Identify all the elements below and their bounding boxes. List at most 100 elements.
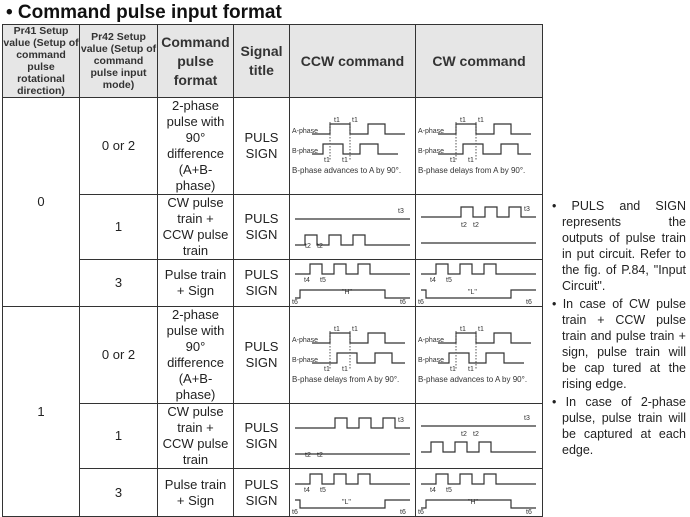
b-phase-wave (312, 143, 398, 155)
cw-waveform: t3 t2 t2 (415, 403, 543, 469)
note-1: • PULS and SIGN represents the outputs o… (552, 199, 686, 293)
wave-label: t2 (461, 431, 467, 438)
wave-label: t6 (418, 509, 424, 516)
wave-label: t1 (468, 366, 474, 373)
sign-wave (295, 289, 410, 299)
signal-title: PULS SIGN (233, 194, 290, 260)
wave-label: t1 (450, 366, 456, 373)
header-ccw: CCW command (289, 24, 416, 98)
wave-label: t5 (320, 487, 326, 494)
pulse-format: Pulse train + Sign (157, 259, 234, 307)
wave-label: t2 (305, 243, 311, 249)
wave-label: t4 (304, 277, 310, 284)
pulse-wave (421, 206, 536, 218)
wave-label: A-phase (292, 128, 318, 135)
wave-label: t6 (400, 299, 406, 306)
pr42-value: 0 or 2 (79, 306, 158, 404)
pr42-value: 0 or 2 (79, 97, 158, 195)
wave-label: A-phase (418, 128, 444, 135)
wave-label: t4 (430, 277, 436, 284)
wave-label: t1 (324, 157, 330, 164)
pulse-format: CW pulse train + CCW pulse train (157, 194, 234, 260)
pulse-wave (421, 472, 536, 485)
b-phase-wave (312, 352, 405, 364)
wave-label: t2 (317, 243, 323, 249)
command-pulse-table: Pr41 Setup value (Setup of command pulse… (2, 24, 543, 517)
wave-label: t1 (478, 326, 484, 333)
sign-wave (421, 289, 536, 299)
pulse-wave (295, 263, 410, 275)
wave-label: t6 (418, 299, 424, 306)
wave-label: "H" (342, 289, 353, 296)
wave-label: t1 (450, 157, 456, 164)
wave-label: B-phase (418, 148, 444, 155)
wave-label: t1 (342, 366, 348, 373)
wave-label: t6 (400, 509, 406, 516)
signal-title: PULS SIGN (233, 306, 290, 404)
wave-label: B-phase advances to A by 90°. (292, 166, 401, 175)
signal-title: PULS SIGN (233, 468, 290, 517)
wave-label: t3 (398, 417, 404, 424)
wave-label: t4 (430, 487, 436, 494)
wave-label: B-phase advances to A by 90°. (418, 375, 527, 384)
wave-label: "L" (468, 289, 477, 296)
wave-label: t2 (473, 222, 479, 229)
wave-label: t5 (320, 277, 326, 284)
pr42-value: 1 (79, 194, 158, 260)
header-signal: Signal title (233, 24, 290, 98)
wave-label: t3 (524, 415, 530, 422)
wave-label: B-phase delays from A by 90°. (292, 375, 399, 384)
header-format: Command pulse format (157, 24, 234, 98)
wave-label: t1 (478, 117, 484, 124)
wave-label: t3 (398, 208, 404, 215)
wave-label: t5 (446, 277, 452, 284)
wave-label: B-phase (292, 148, 318, 155)
a-phase-wave (312, 123, 405, 135)
wave-label: t6 (526, 509, 532, 516)
pulse-wave (295, 234, 410, 246)
pulse-format: 2-phase pulse with 90° difference (A+B-p… (157, 97, 234, 195)
wave-label: A-phase (418, 337, 444, 344)
signal-title: PULS SIGN (233, 97, 290, 195)
wave-label: "L" (342, 499, 351, 506)
header-pr41: Pr41 Setup value (Setup of command pulse… (2, 24, 80, 98)
wave-label: A-phase (292, 337, 318, 344)
signal-title: PULS SIGN (233, 403, 290, 469)
wave-label: t1 (468, 157, 474, 164)
wave-label: t6 (292, 509, 298, 516)
a-phase-wave (438, 123, 531, 135)
notes: • PULS and SIGN represents the outputs o… (552, 198, 686, 460)
wave-label: t1 (334, 117, 340, 124)
wave-label: t2 (461, 222, 467, 229)
b-phase-wave (438, 143, 531, 155)
a-phase-wave (312, 332, 405, 344)
pulse-wave (295, 472, 410, 485)
wave-label: t4 (304, 487, 310, 494)
header-pr42: Pr42 Setup value (Setup of command pulse… (79, 24, 158, 98)
wave-label: t2 (473, 431, 479, 438)
ccw-waveform: t4 t5 "H" t6 t6 (289, 259, 416, 307)
section-title: • Command pulse input format (6, 2, 282, 23)
pr42-value: 3 (79, 468, 158, 517)
wave-label: "H" (468, 499, 479, 506)
wave-label: t1 (342, 157, 348, 164)
ccw-waveform: t3 t2 t2 (289, 194, 416, 260)
wave-label: t1 (334, 326, 340, 333)
wave-label: t1 (460, 117, 466, 124)
pulse-wave (295, 417, 410, 429)
wave-label: B-phase (418, 357, 444, 364)
wave-label: t1 (460, 326, 466, 333)
wave-label: t6 (292, 299, 298, 306)
signal-title: PULS SIGN (233, 259, 290, 307)
